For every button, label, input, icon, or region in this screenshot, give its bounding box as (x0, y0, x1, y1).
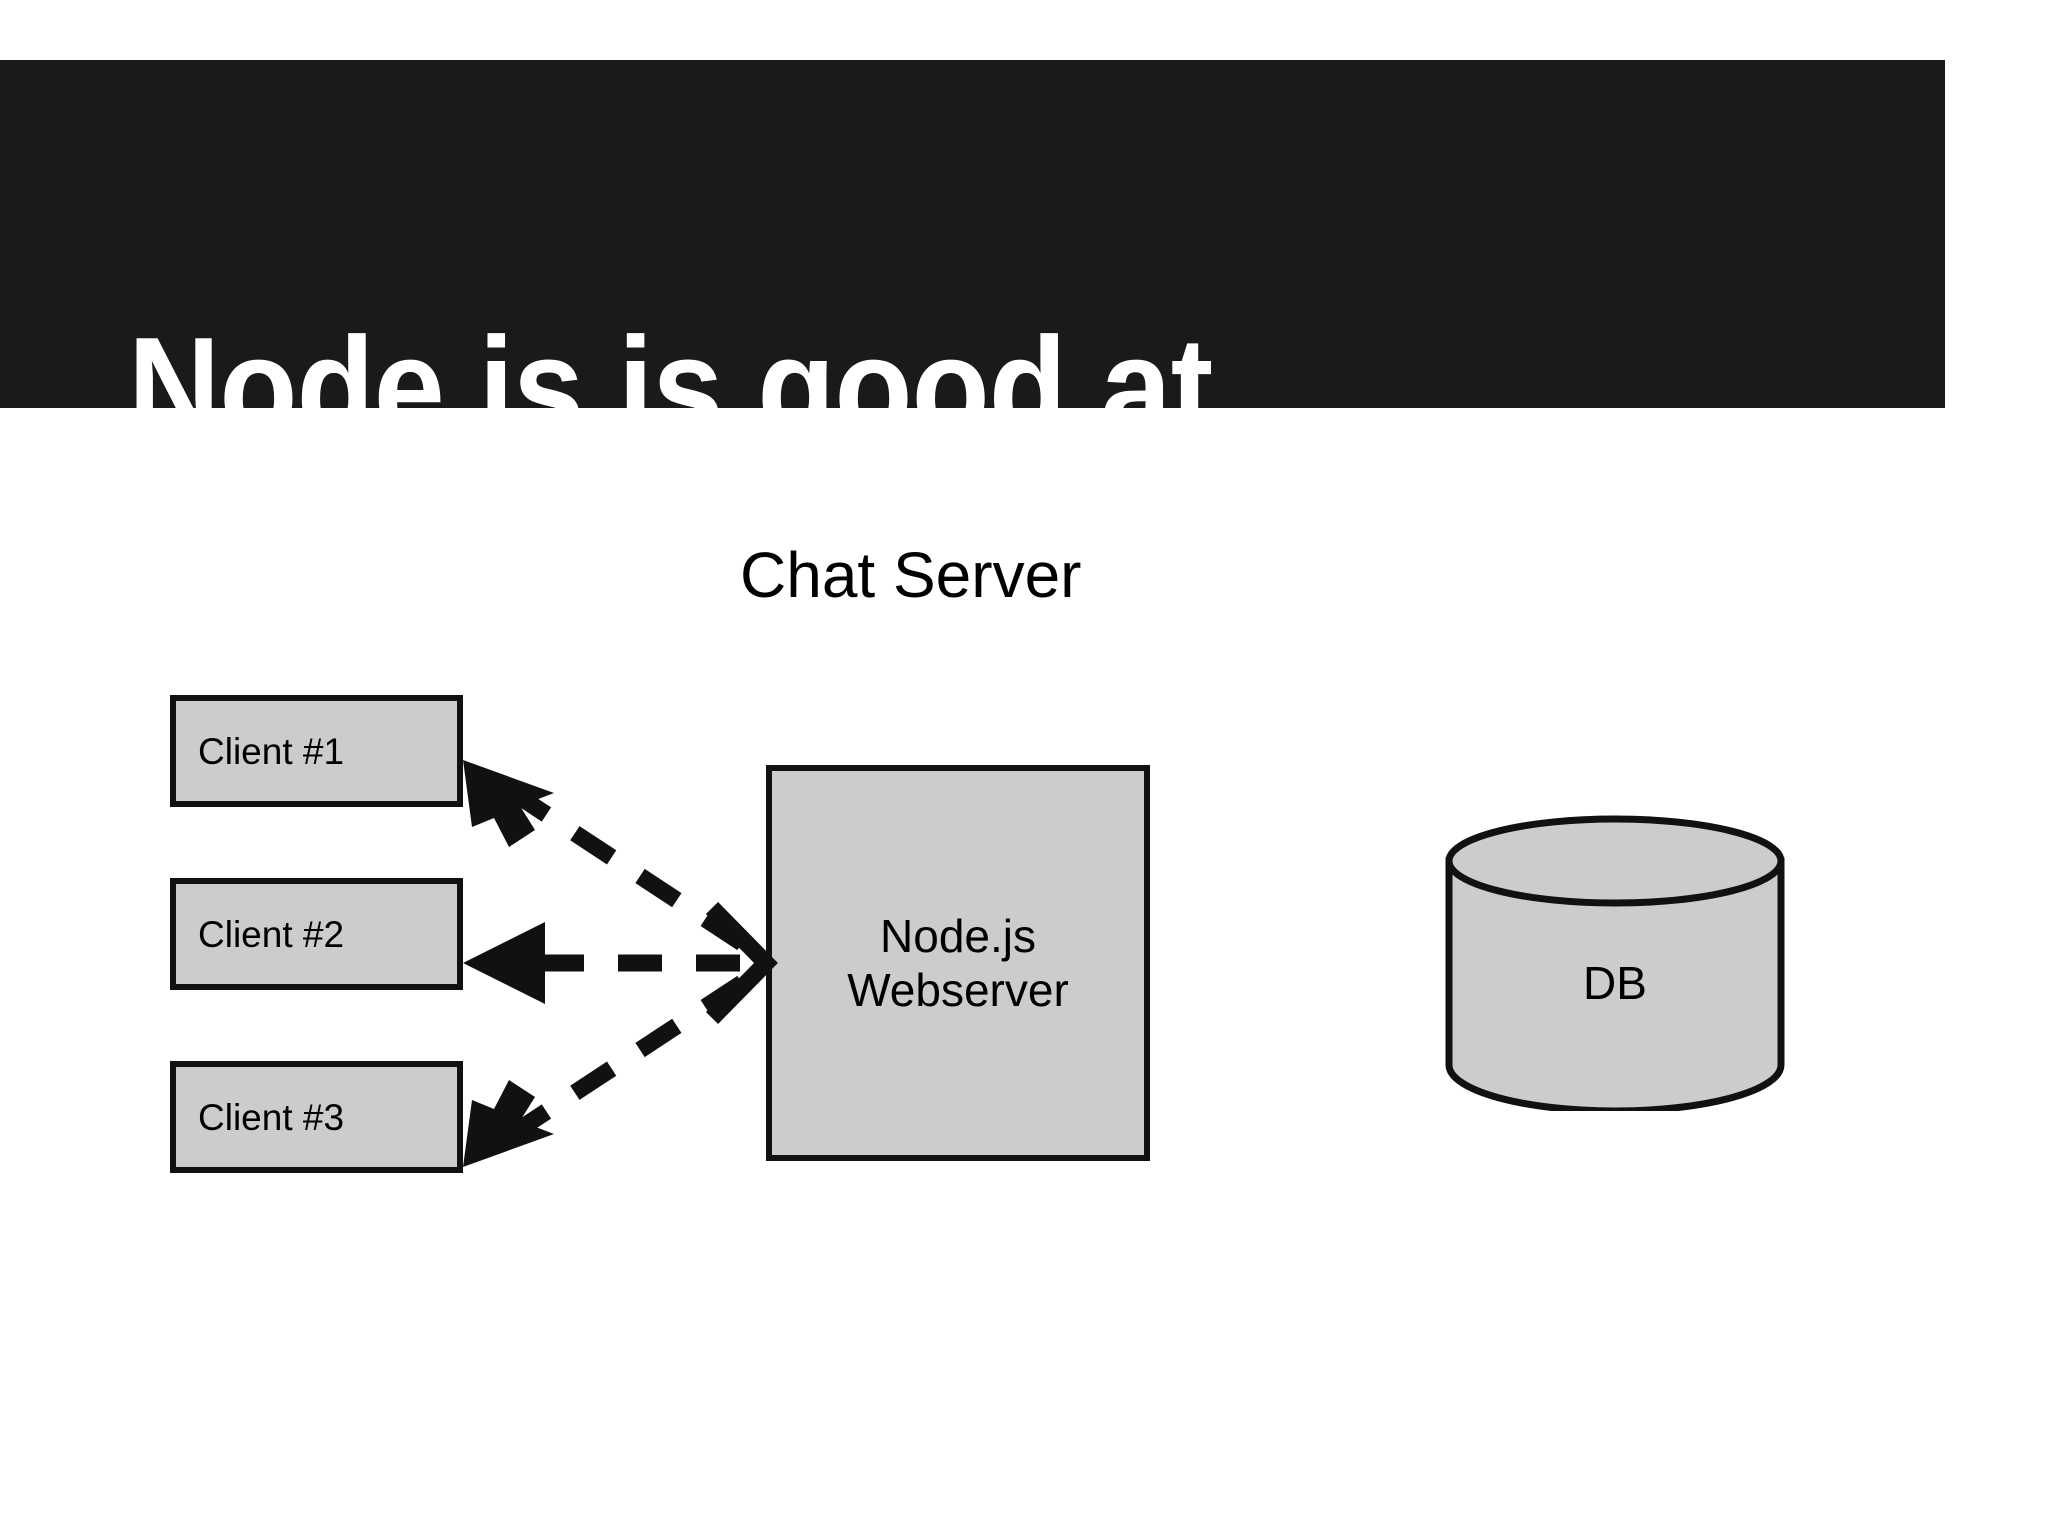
connector-2-arrowhead-client (463, 922, 545, 1004)
connector-1-arrowhead-client (463, 760, 554, 847)
db-cylinder-top-ellipse (1445, 815, 1785, 907)
connector-server-client-3 (463, 975, 747, 1167)
connector-server-client-2 (463, 922, 740, 1004)
client-box-1-label: Client #1 (198, 730, 345, 772)
connector-server-client-1 (463, 760, 778, 1024)
database-cylinder-icon[interactable] (1445, 815, 1785, 1111)
node-js-webserver-box[interactable]: Node.js Webserver (766, 765, 1150, 1161)
connector-3-arrowhead-client (463, 1080, 554, 1167)
connector-1-line (495, 776, 747, 951)
client-box-2-label: Client #2 (198, 913, 345, 955)
diagram-caption: Chat Server (740, 539, 1082, 611)
client-box-1[interactable]: Client #1 (170, 695, 463, 807)
db-cylinder-body (1445, 857, 1785, 1111)
database-label: DB (1583, 957, 1647, 1009)
client-box-2[interactable]: Client #2 (170, 878, 463, 990)
connector-arrowhead-server (705, 902, 778, 1024)
client-box-3-label: Client #3 (198, 1096, 345, 1138)
page-title: Node.js is good at ... (128, 307, 1352, 467)
node-js-webserver-label: Node.js Webserver (847, 909, 1069, 1016)
title-band (0, 60, 1945, 408)
client-box-3[interactable]: Client #3 (170, 1061, 463, 1173)
connector-3-line (495, 975, 747, 1150)
